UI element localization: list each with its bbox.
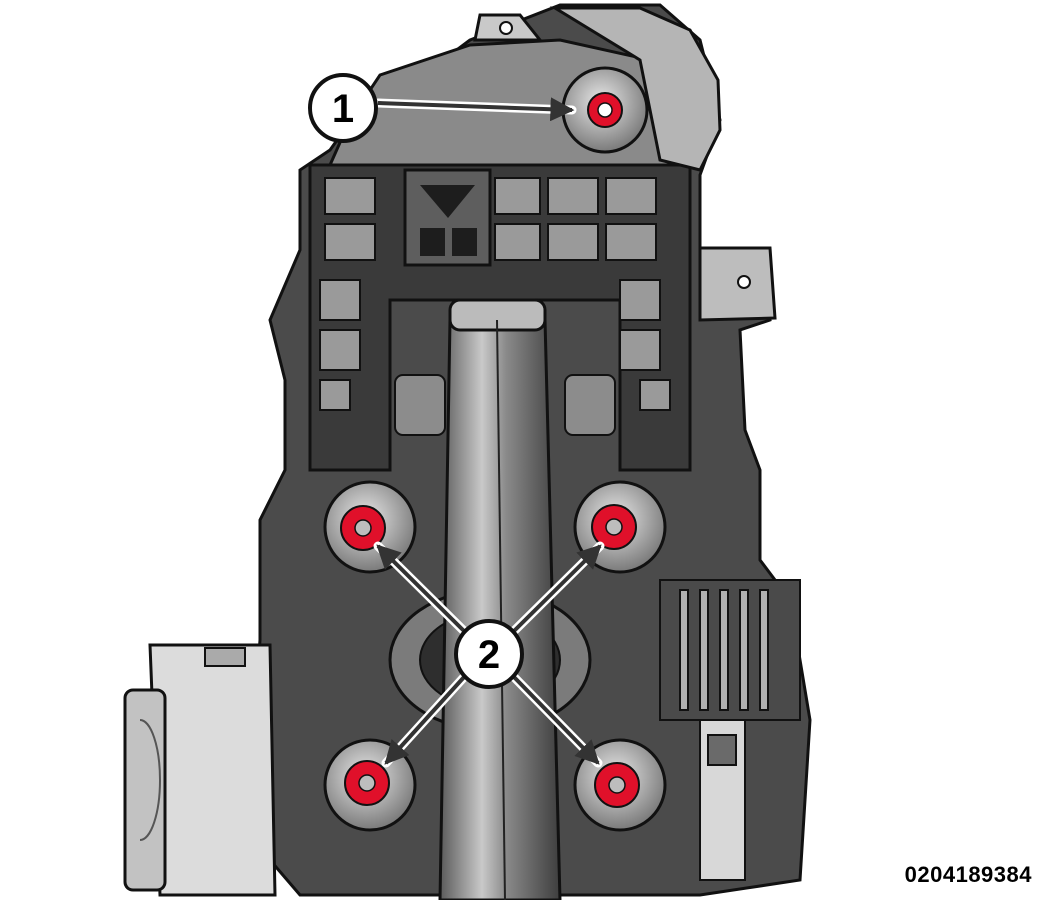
figure-id: 0204189384 xyxy=(904,862,1032,887)
motor xyxy=(123,643,277,897)
fastener-2-upper-left xyxy=(340,505,386,551)
leader-arrows-core xyxy=(376,97,602,765)
steering-shaft xyxy=(438,298,562,900)
bracket-ribs xyxy=(319,177,671,411)
fastener-2-lower-right xyxy=(594,762,640,808)
cooling-fins xyxy=(659,579,801,881)
callout-2: 2 xyxy=(454,619,524,689)
callout-2-label: 2 xyxy=(478,633,500,677)
callout-1-label: 1 xyxy=(332,87,354,131)
fastener-2-upper-right xyxy=(591,504,637,550)
pivot-lugs xyxy=(394,374,616,436)
center-connector xyxy=(403,168,492,267)
callout-1: 1 xyxy=(308,73,378,143)
fastener-2-lower-left xyxy=(344,760,390,806)
fastener-1 xyxy=(587,92,623,128)
